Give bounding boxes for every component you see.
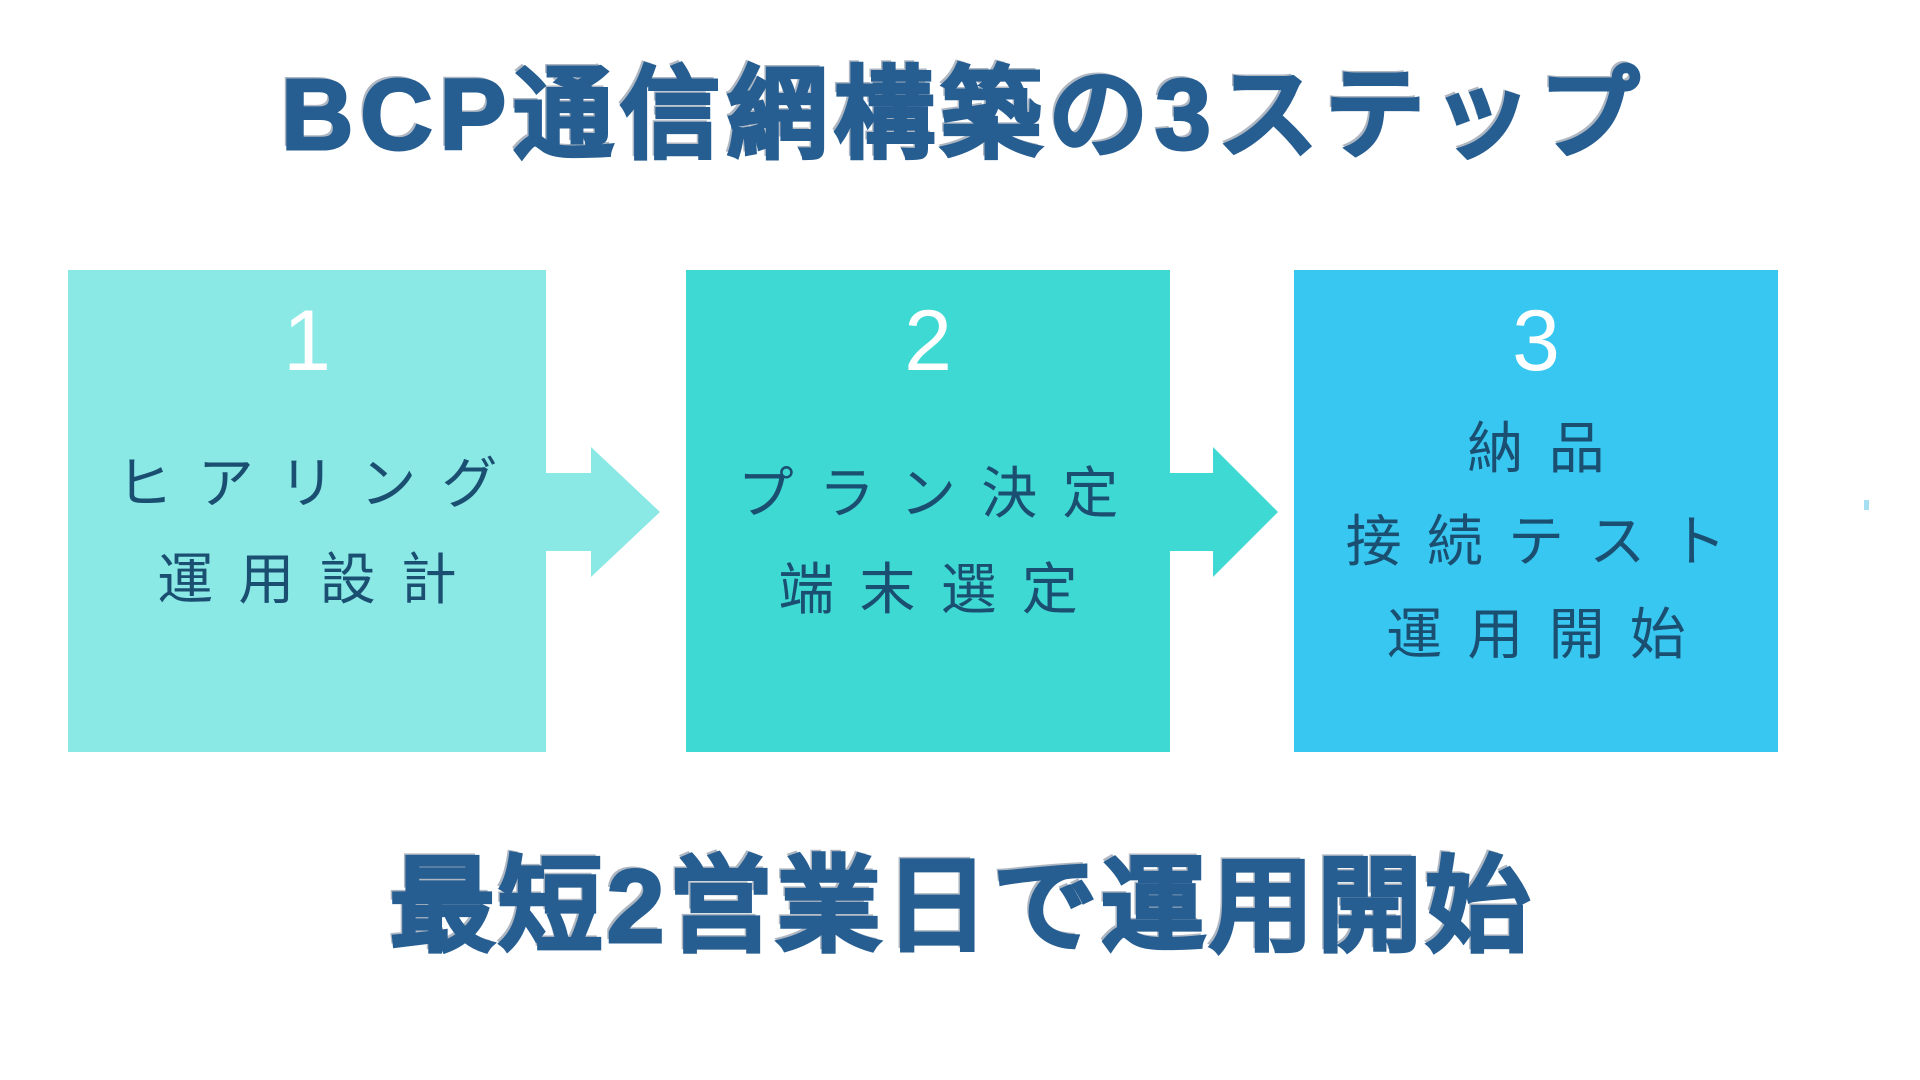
step-2-box: 2 プラン決定 端末選定 xyxy=(686,270,1170,752)
step-line: ヒアリング xyxy=(116,452,523,515)
step-1-label: ヒアリング 運用設計 xyxy=(68,436,546,628)
step-line: プラン決定 xyxy=(737,462,1144,525)
step-2-label: プラン決定 端末選定 xyxy=(686,446,1170,638)
step-3-box: 3 納品 接続テスト 運用開始 xyxy=(1294,270,1778,752)
stray-mark xyxy=(1864,500,1869,510)
arrow-right-icon xyxy=(546,447,660,577)
step-line: 運用設計 xyxy=(157,548,482,611)
step-line: 接続テスト xyxy=(1345,510,1752,573)
step-1-box: 1 ヒアリング 運用設計 xyxy=(68,270,546,752)
step-1-number: 1 xyxy=(283,293,331,389)
step-3-label: 納品 接続テスト 運用開始 xyxy=(1294,402,1778,681)
step-line: 納品 xyxy=(1467,417,1630,480)
footer-text: 最短2営業日で運用開始 xyxy=(389,848,1534,967)
step-line: 運用開始 xyxy=(1386,603,1711,666)
step-2-number: 2 xyxy=(904,293,952,389)
arrow-right-icon xyxy=(1170,447,1278,577)
page-title: BCP通信網構築の3ステップ xyxy=(280,59,1646,172)
step-3-number: 3 xyxy=(1512,293,1560,389)
step-line: 端末選定 xyxy=(778,558,1103,621)
